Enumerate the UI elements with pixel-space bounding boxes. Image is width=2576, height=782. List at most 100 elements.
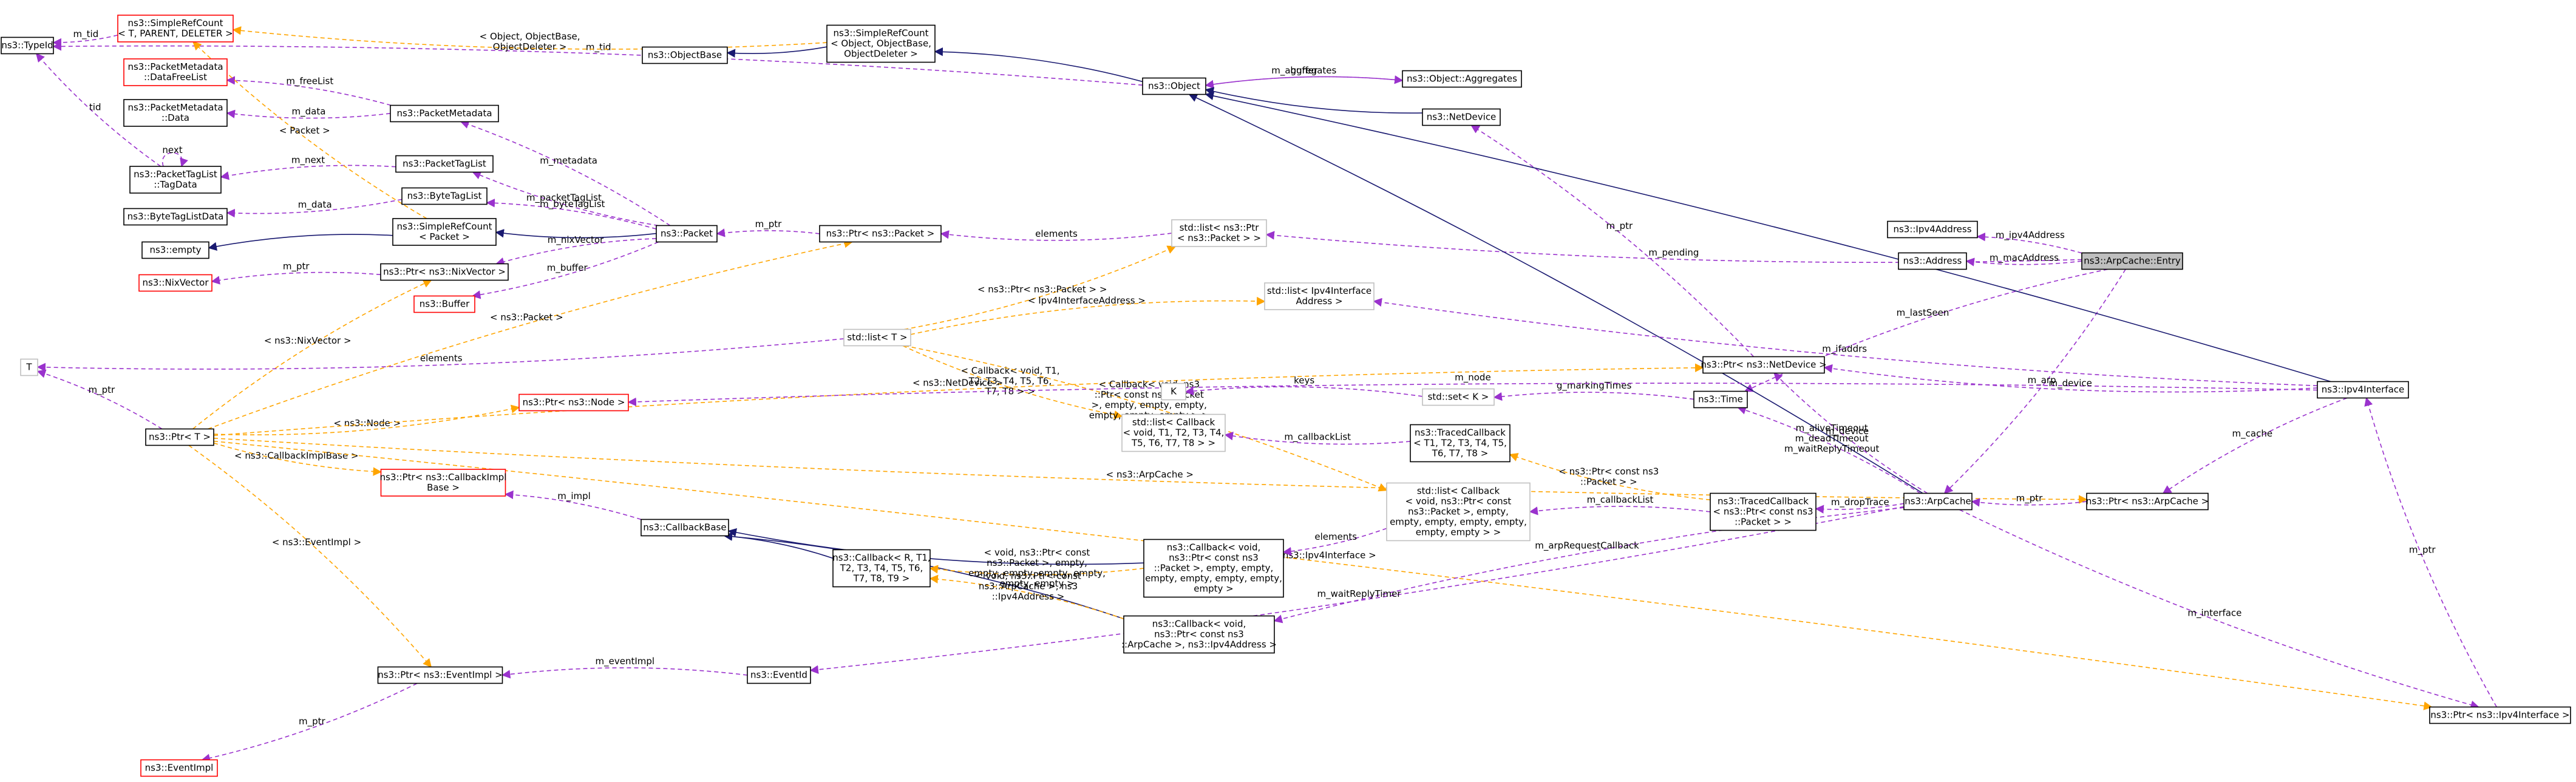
node-box [390,104,499,123]
edge-line [1529,506,1711,515]
node-tracedcallback_packet[interactable]: ns3::TracedCallback< ns3::Ptr< const ns3… [1710,492,1816,531]
node-tracedcallback_t[interactable]: ns3::TracedCallback< T1, T2, T3, T4, T5,… [1410,424,1511,463]
node-typeid[interactable]: ns3::TypeId [1,36,54,55]
node-nixvector[interactable]: ns3::NixVector [138,274,212,292]
edge-callback_rt-to-callbackbase [723,532,834,559]
edge-label: < ns3::NixVector > [264,335,352,346]
edge-line [1224,431,1411,445]
node-ptr_node[interactable]: ns3::Ptr< ns3::Node > [518,393,629,412]
edge-line [208,239,853,430]
edge-ptrT-to-ptr_netdevice: < ns3::NetDevice > [213,363,1704,437]
edge-ptr_nixvector-to-nixvector: m_ptr [211,261,381,285]
node-list_callback_packet[interactable]: std::list< Callback< void, ns3::Ptr< con… [1386,482,1531,542]
node-list_T[interactable]: std::list< T > [843,328,911,347]
node-callback_void_arpcache[interactable]: ns3::Callback< void,ns3::Ptr< const ns3:… [1121,615,1277,654]
node-bytetaglistdata[interactable]: ns3::ByteTagListData [123,208,228,226]
edge-line [201,682,418,763]
edge-line [1470,124,1755,358]
node-pm_data[interactable]: ns3::PacketMetadata::Data [123,99,228,127]
node-bytetaglist[interactable]: ns3::ByteTagList [401,187,488,205]
edge-arpcache-to-callback_void_arpcache: m_arpRequestCallback [1273,507,1905,624]
node-ptr_nixvector[interactable]: ns3::Ptr< ns3::NixVector > [380,263,509,281]
node-time[interactable]: ns3::Time [1693,390,1748,409]
edge-label: m_byteTagList [540,199,605,210]
node-label: std::list< Callback< void, T1, T2, T3, T… [1123,417,1225,449]
edge-label: m_next [291,155,325,166]
node-callback_rt[interactable]: ns3::Callback< R, T1,T2, T3, T4, T5, T6,… [832,549,931,588]
node-ipv4interface[interactable]: ns3::Ipv4Interface [2317,381,2409,399]
node-label: ns3::PacketMetadata [396,108,492,119]
edge-label: m_arpRequestCallback [1535,540,1639,552]
node-ptrT[interactable]: ns3::Ptr< T > [145,428,214,446]
edge-line [192,279,432,430]
node-buffer[interactable]: ns3::Buffer [413,295,475,313]
node-set_K[interactable]: std::set< K > [1422,388,1495,406]
node-ipv4address[interactable]: ns3::Ipv4Address [1887,220,1978,239]
node-pm_datafreelist[interactable]: ns3::PacketMetadata::DataFreeList [123,58,228,86]
node-ptr_netdevice[interactable]: ns3::Ptr< ns3::NetDevice > [1701,356,1827,374]
edge-label: m_ifaddrs [1822,344,1867,355]
node-label: ns3::Ipv4Address [1893,224,1971,235]
edge-ipv4interface-to-list_ipv4if: m_ifaddrs [1373,298,2318,387]
node-simplerefcount_packet[interactable]: ns3::SimpleRefCount< Packet > [392,218,497,246]
node-label: ns3::TracedCallback< ns3::Ptr< const ns3… [1713,496,1813,528]
node-objectbase[interactable]: ns3::ObjectBase [642,46,728,64]
edge-ptrT-to-ptr_ipv4interface: < ns3::Ipv4Interface > [213,440,2433,710]
node-packet[interactable]: ns3::Packet [656,225,718,243]
node-label: ns3::PacketTagList::TagData [134,169,217,190]
edge-label: g_markingTimes [1557,380,1632,392]
node-label: ns3::EventId [750,670,807,681]
node-ptr_arpcache[interactable]: ns3::Ptr< ns3::ArpCache > [2086,492,2209,511]
node-callbackbase[interactable]: ns3::CallbackBase [641,518,729,537]
node-ptl_tagdata[interactable]: ns3::PacketTagList::TagData [129,166,222,194]
node-box [1143,539,1284,598]
node-arpcache_entry[interactable]: ns3::ArpCache::Entry [2081,252,2183,270]
edge-eventid-to-ptr_eventimpl: m_eventImpl [501,656,748,679]
node-T[interactable]: T [20,358,38,376]
edge-line [716,228,820,237]
node-ptr_packet[interactable]: ns3::Ptr< ns3::Packet > [819,225,942,243]
node-ptr_ipv4interface[interactable]: ns3::Ptr< ns3::Ipv4Interface > [2429,706,2571,724]
node-address[interactable]: ns3::Address [1898,252,1967,270]
node-empty[interactable]: ns3::empty [141,241,209,259]
node-ptr_eventimpl[interactable]: ns3::Ptr< ns3::EventImpl > [377,666,503,684]
node-box [2086,492,2209,511]
edge-line [1282,528,1387,556]
edge-line [1823,364,2318,393]
edge-line [929,565,1144,576]
node-box [380,263,509,281]
node-K[interactable]: K [1161,382,1186,401]
node-eventimpl[interactable]: ns3::EventImpl [140,759,218,777]
node-arpcache[interactable]: ns3::ArpCache [1903,492,1973,511]
node-box [145,428,214,446]
node-object_aggregates[interactable]: ns3::Object::Aggregates [1402,70,1522,88]
node-simplerefcount_obj[interactable]: ns3::SimpleRefCount< Object, ObjectBase,… [826,24,936,63]
node-simplerefcount_tpd[interactable]: ns3::SimpleRefCount< T, PARENT, DELETER … [117,15,234,42]
node-packetmetadata[interactable]: ns3::PacketMetadata [390,104,499,123]
edge-label: < ns3::Node > [333,418,401,429]
edge-label: m_ptr [2409,544,2436,556]
edge-arpcache_entry-to-address: m_macAddress [1965,253,2082,267]
node-callback_void_packet[interactable]: ns3::Callback< void,ns3::Ptr< const ns3:… [1143,539,1284,598]
node-label: ns3::empty [149,245,201,256]
node-label: std::set< K > [1428,392,1489,403]
node-box [1121,413,1226,452]
edge-callbackbase-to-ptr_callbackimplbase: m_impl [505,490,642,520]
edge-simplerefcount_obj-to-objectbase [726,46,828,58]
edge-arpcache-to-eventid: m_waitReplyTimer [809,506,1905,675]
node-list_callback_t[interactable]: std::list< Callback< void, T1, T2, T3, T… [1121,413,1226,452]
node-eventid[interactable]: ns3::EventId [747,666,811,684]
node-packettaglist[interactable]: ns3::PacketTagList [395,155,494,173]
node-list_ptr_packet[interactable]: std::list< ns3::Ptr< ns3::Packet > > [1171,219,1267,247]
node-label: ns3::PacketMetadata::Data [127,102,223,123]
node-label: ns3::Ipv4Interface [2322,384,2405,395]
edge-line [1509,453,1711,501]
node-object[interactable]: ns3::Object [1142,77,1206,95]
node-box [1386,482,1531,542]
edge-line [36,369,163,430]
node-netdevice[interactable]: ns3::NetDevice [1422,108,1501,126]
